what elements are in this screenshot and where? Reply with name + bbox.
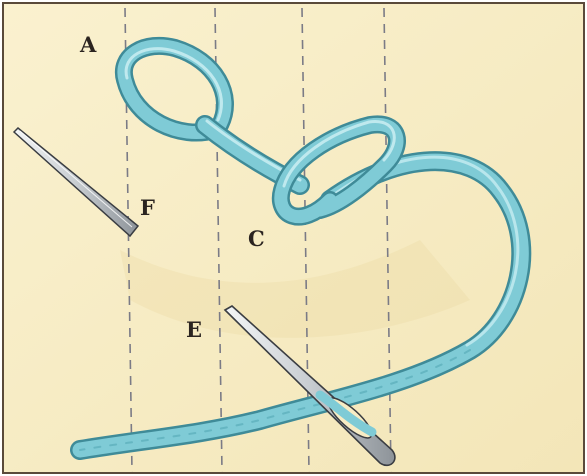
label-e: E (186, 317, 202, 342)
label-c: C (248, 226, 265, 251)
label-f: F (140, 195, 155, 220)
label-a: A (79, 32, 97, 57)
